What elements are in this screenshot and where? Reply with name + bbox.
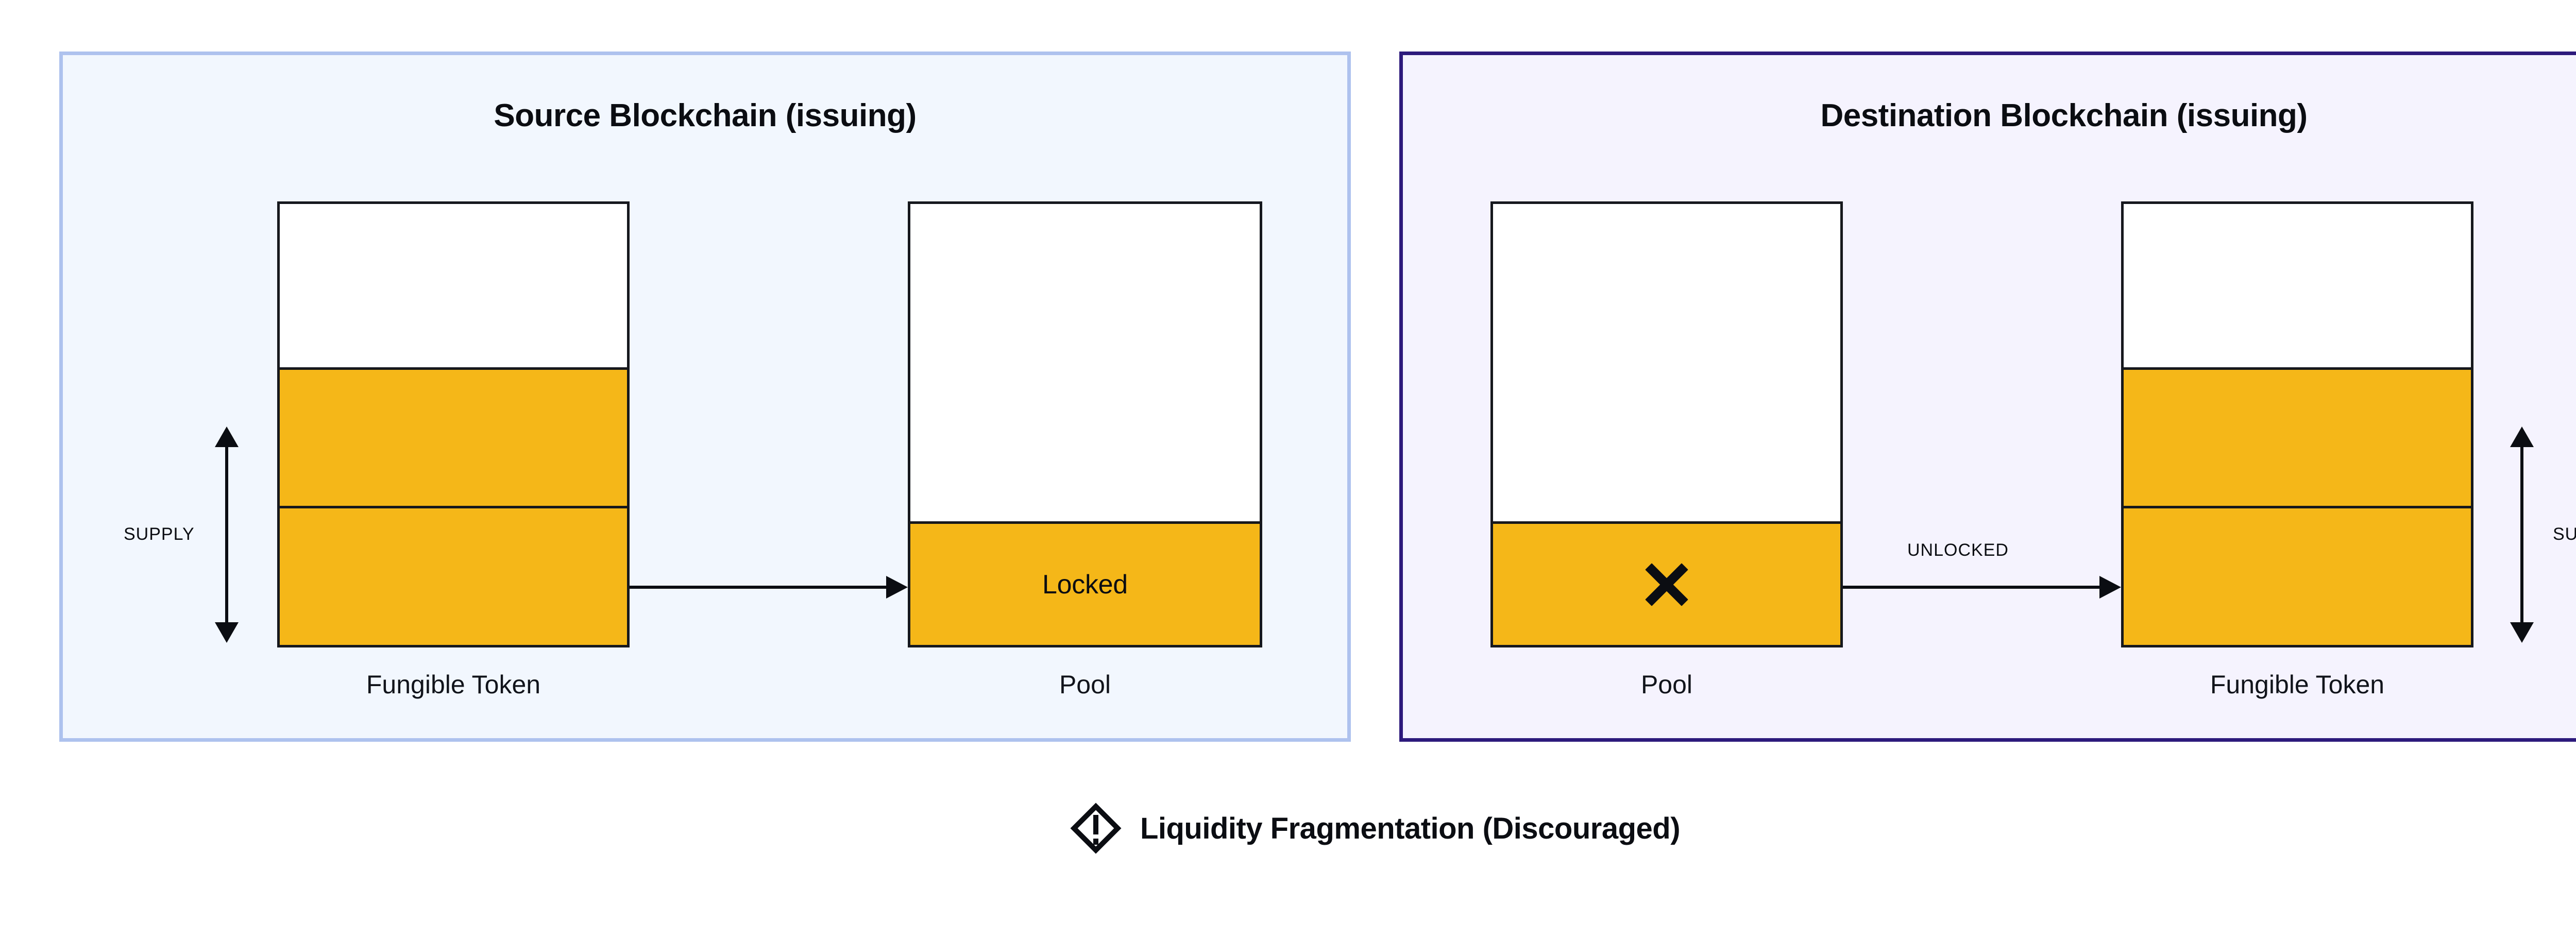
destination-pool-label: Pool: [1640, 670, 1693, 699]
destination-token-segment-empty: [2124, 204, 2471, 367]
source-pool-bar: Locked: [908, 201, 1262, 647]
source-fungible-token-label: Fungible Token: [366, 670, 541, 699]
flow-arrowhead-icon: [2099, 576, 2121, 599]
supply-arrow-shaft: [225, 437, 228, 633]
destination-supply-label: SUPPLY: [2553, 524, 2576, 544]
destination-pool-segment-depleted: [1493, 521, 1840, 645]
supply-arrowhead-down-icon: [2510, 622, 2534, 643]
supply-arrowhead-down-icon: [215, 622, 239, 643]
flow-arrowhead-icon: [886, 576, 908, 599]
warning-diamond-icon: [1069, 801, 1123, 855]
x-mark-icon: [1645, 562, 1689, 607]
source-fungible-token-bar: [277, 201, 630, 647]
caption-text: Liquidity Fragmentation (Discouraged): [1140, 811, 1681, 845]
unlocked-flow-label: UNLOCKED: [1907, 540, 2009, 560]
panel-destination-title: Destination Blockchain (issuing): [1820, 98, 2308, 133]
destination-fungible-token-label: Fungible Token: [2210, 670, 2385, 699]
source-pool-segment-locked: Locked: [910, 521, 1260, 645]
source-pool-locked-label: Locked: [1042, 569, 1128, 600]
destination-token-segment-fill-lower: [2124, 506, 2471, 645]
destination-unlock-flow-arrow: [1843, 576, 2121, 599]
destination-token-segment-fill-upper: [2124, 367, 2471, 506]
source-pool-segment-empty: [910, 204, 1260, 522]
source-token-segment-empty: [280, 204, 627, 367]
flow-arrow-line: [630, 586, 887, 589]
destination-fungible-token-bar: [2121, 201, 2473, 647]
source-pool-label: Pool: [1059, 670, 1111, 699]
source-token-segment-fill-upper: [280, 367, 627, 506]
caption-row: Liquidity Fragmentation (Discouraged): [0, 801, 2576, 855]
source-lock-flow-arrow: [630, 576, 908, 599]
destination-pool-bar: [1490, 201, 1843, 647]
source-token-segment-fill-lower: [280, 506, 627, 645]
flow-arrow-line: [1843, 586, 2100, 589]
supply-arrow-shaft: [2520, 437, 2523, 633]
destination-pool-segment-empty: [1493, 204, 1840, 522]
destination-supply-arrow: [2506, 427, 2537, 643]
source-supply-label: SUPPLY: [124, 524, 195, 544]
panel-source-title: Source Blockchain (issuing): [494, 98, 917, 133]
source-supply-arrow: [211, 427, 242, 643]
